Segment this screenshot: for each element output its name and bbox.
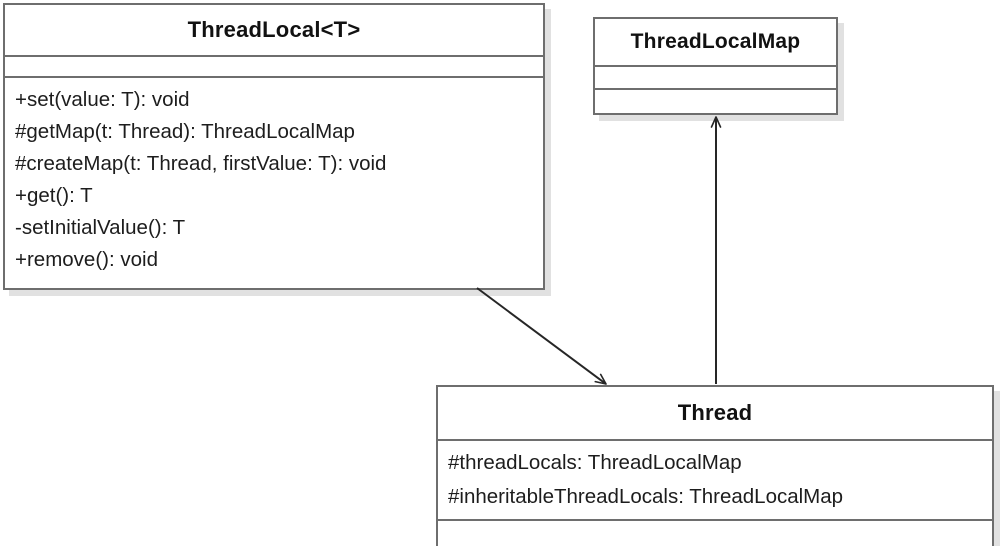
attribute-row: #threadLocals: ThreadLocalMap (448, 451, 742, 474)
operation-row: +get(): T (15, 184, 93, 207)
operation-row: +set(value: T): void (15, 88, 190, 111)
class-name-threadlocalmap: ThreadLocalMap (630, 30, 801, 53)
class-box-threadlocal[interactable]: ThreadLocal<T> +set(value: T): void #get… (3, 3, 545, 290)
class-box-threadlocalmap[interactable]: ThreadLocalMap (593, 17, 838, 115)
attributes-compartment-threadlocal (5, 55, 543, 76)
class-name-thread: Thread (677, 400, 753, 425)
association-threadlocal-to-thread[interactable] (476, 287, 607, 385)
operation-row: #createMap(t: Thread, firstValue: T): vo… (15, 152, 387, 175)
operation-row: +remove(): void (15, 248, 158, 271)
attributes-compartment-thread: #threadLocals: ThreadLocalMap #inheritab… (438, 439, 992, 519)
operation-row: #getMap(t: Thread): ThreadLocalMap (15, 120, 355, 143)
class-name-threadlocal: ThreadLocal<T> (187, 17, 361, 42)
attribute-row: #inheritableThreadLocals: ThreadLocalMap (448, 485, 844, 508)
operations-compartment-threadlocalmap (595, 88, 836, 113)
attributes-compartment-threadlocalmap (595, 65, 836, 88)
operations-compartment-threadlocal: +set(value: T): void #getMap(t: Thread):… (5, 76, 543, 288)
operations-compartment-thread (438, 519, 992, 546)
class-box-thread[interactable]: Thread #threadLocals: ThreadLocalMap #in… (436, 385, 994, 546)
operation-row: -setInitialValue(): T (15, 216, 186, 239)
